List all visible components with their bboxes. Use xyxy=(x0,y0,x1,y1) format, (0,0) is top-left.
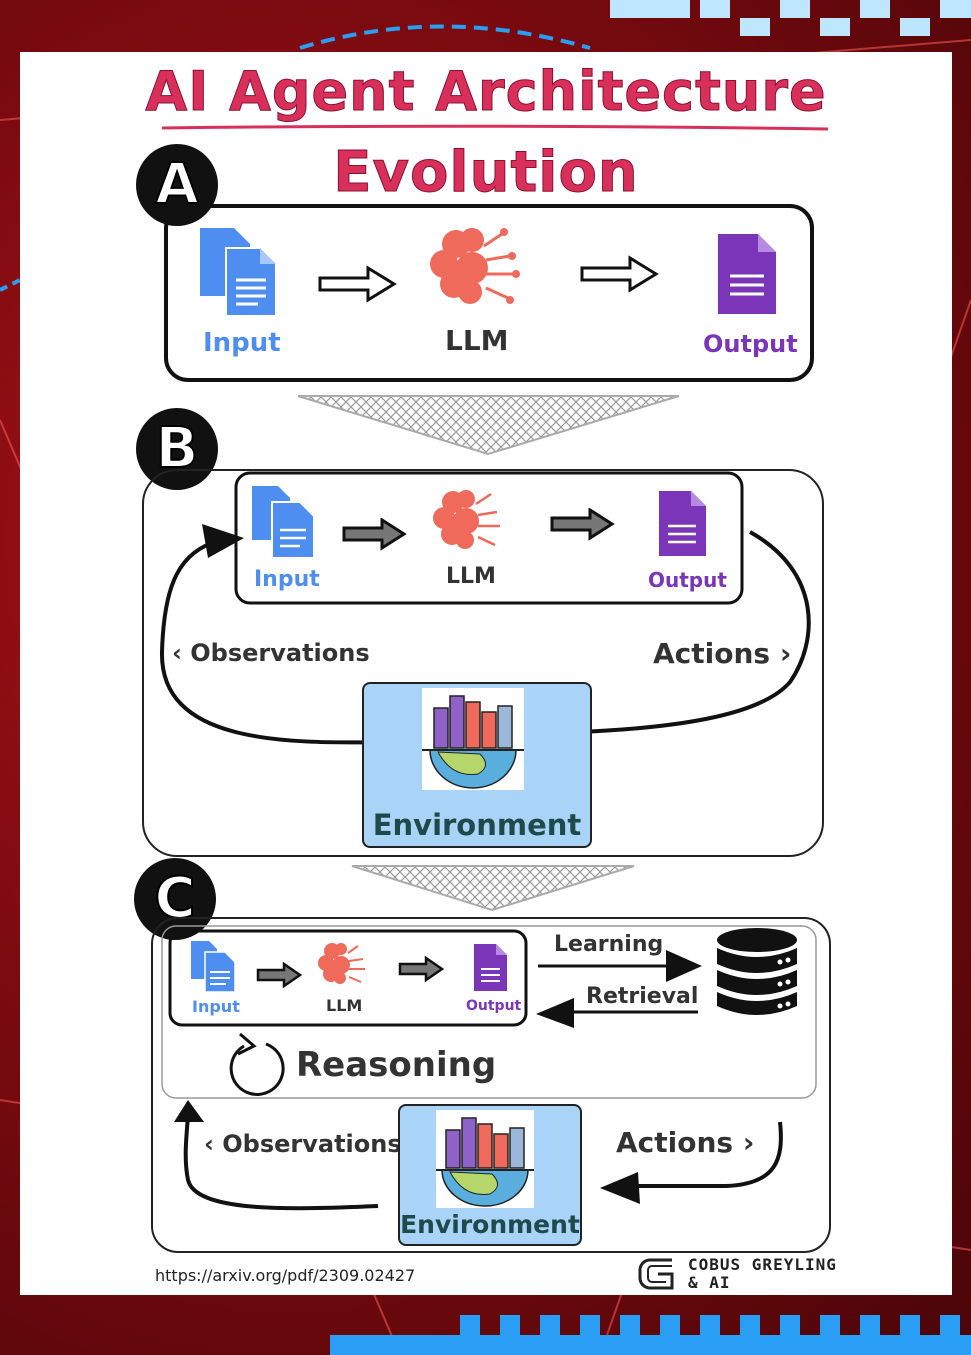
section-a-frame xyxy=(164,204,814,382)
city-globe-icon xyxy=(422,688,524,790)
section-c-output-label: Output xyxy=(466,998,522,1014)
section-a-llm-label: LLM xyxy=(445,324,509,357)
section-b-llm-label: LLM xyxy=(446,564,496,589)
document-icon xyxy=(191,941,236,993)
database-icon xyxy=(717,928,797,1015)
brand-logo-icon xyxy=(638,1258,674,1290)
section-c-observations-label: ‹ Observations xyxy=(204,1130,402,1158)
arrow-icon xyxy=(550,508,615,541)
brand-line-1: COBUS GREYLING xyxy=(688,1255,837,1274)
document-icon xyxy=(659,491,706,556)
transition-chevron xyxy=(351,865,635,912)
section-b-output-label: Output xyxy=(648,568,727,592)
city-globe-icon xyxy=(436,1110,534,1208)
title-underline xyxy=(161,124,829,131)
section-c-llm-label: LLM xyxy=(326,996,363,1015)
section-b-observations-label: ‹ Observations xyxy=(172,639,370,667)
arrow-icon xyxy=(256,962,303,988)
section-c-actions-label: Actions › xyxy=(616,1126,755,1159)
document-icon xyxy=(200,228,277,317)
transition-chevron xyxy=(297,395,680,456)
section-a-input-label: Input xyxy=(203,328,281,358)
section-c-environment-box: Environment xyxy=(398,1104,582,1246)
title-line-2: Evolution xyxy=(333,140,639,206)
section-b-input-label: Input xyxy=(254,567,320,592)
brain-icon xyxy=(430,228,520,304)
brand-line-2: & AI xyxy=(688,1273,731,1292)
section-c-input-label: Input xyxy=(192,997,240,1016)
section-b-environment-box: Environment xyxy=(362,682,592,848)
section-b-actions-label: Actions › xyxy=(653,637,792,670)
section-a-badge: A xyxy=(136,144,218,226)
section-c-retrieval-label: Retrieval xyxy=(586,984,699,1009)
section-c-environment-label: Environment xyxy=(400,1210,580,1239)
section-c-loop-arrows xyxy=(174,1100,783,1211)
document-icon xyxy=(474,944,507,991)
section-b-environment-label: Environment xyxy=(372,808,582,842)
arrow-icon xyxy=(398,956,445,982)
arrow-icon xyxy=(580,255,659,293)
refresh-icon xyxy=(229,1032,285,1096)
arrow-icon xyxy=(318,265,397,303)
section-c-learning-label: Learning xyxy=(554,932,664,957)
title-line-1: AI Agent Architecture xyxy=(145,60,827,124)
section-c-outer-frame xyxy=(151,917,831,1253)
section-c-inner-frame xyxy=(168,929,528,1027)
section-a-output-label: Output xyxy=(703,330,798,358)
section-c-memory-arrows xyxy=(536,950,702,1028)
brain-icon xyxy=(318,943,365,984)
poster-card: AI Agent Architecture Evolution A Input … xyxy=(20,52,952,1295)
source-link[interactable]: https://arxiv.org/pdf/2309.02427 xyxy=(155,1266,416,1285)
arrow-icon xyxy=(342,518,407,551)
section-b-outer-frame xyxy=(142,469,824,857)
brain-icon xyxy=(433,490,500,549)
brand-name: COBUS GREYLING & AI xyxy=(688,1256,837,1292)
document-icon xyxy=(252,486,315,559)
section-c-reasoning-label: Reasoning xyxy=(296,1045,497,1085)
document-icon xyxy=(718,234,776,314)
